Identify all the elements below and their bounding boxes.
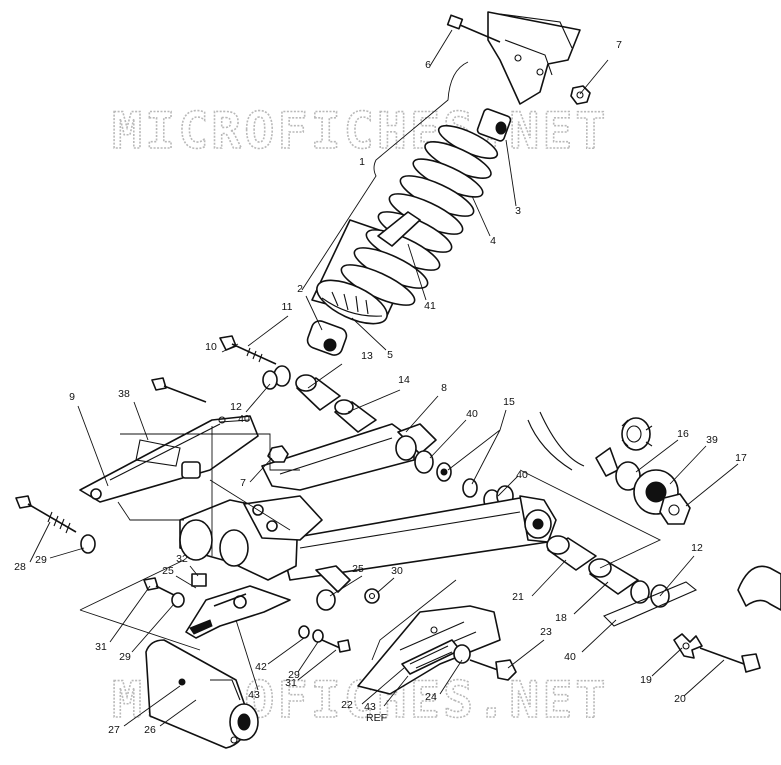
callout-c4: 4 <box>490 235 496 247</box>
callout-c12b: 12 <box>691 542 703 554</box>
callout-c40a: 40 <box>238 413 250 425</box>
washer-30 <box>364 588 380 604</box>
callout-c40b: 40 <box>466 408 478 420</box>
callout-c28: 28 <box>14 561 26 573</box>
callout-c21: 21 <box>512 591 524 603</box>
pivot-washer <box>316 589 336 611</box>
pivot-block <box>315 565 351 593</box>
callout-c3: 3 <box>515 205 521 217</box>
bolt-11 <box>219 335 277 365</box>
washer-30-hole <box>368 592 376 600</box>
bushing-13 <box>295 374 341 411</box>
ref-label: REF <box>366 712 387 724</box>
callout-c18: 18 <box>555 612 567 624</box>
callout-c24: 24 <box>425 691 437 703</box>
callout-c40c: 40 <box>516 469 528 481</box>
callout-c5: 5 <box>387 349 393 361</box>
callout-c31b: 31 <box>285 677 297 689</box>
callout-c38: 38 <box>118 388 130 400</box>
bolt-6 <box>446 14 501 43</box>
callout-c19: 19 <box>640 674 652 686</box>
washer-42 <box>298 625 310 639</box>
washer-40 <box>414 450 434 474</box>
bolt-20 <box>673 633 761 673</box>
callout-c12a: 12 <box>230 401 242 413</box>
upper-torque-arm <box>261 423 437 491</box>
rear-arm-mount <box>179 495 323 581</box>
callout-c39: 39 <box>706 434 718 446</box>
callout-c29b: 29 <box>119 651 131 663</box>
idler-wheel <box>527 411 691 525</box>
bolt-28 <box>15 495 77 534</box>
washer-29-mid <box>171 592 185 608</box>
callout-c7b: 7 <box>240 477 246 489</box>
callout-c32: 32 <box>176 553 188 565</box>
callout-c42: 42 <box>255 661 267 673</box>
clamp-43 <box>185 585 291 639</box>
callout-c15: 15 <box>503 396 515 408</box>
callout-c11: 11 <box>282 301 293 313</box>
rear-axle-bar <box>603 581 698 627</box>
washer-15b <box>462 478 478 498</box>
callout-c43b: 43 <box>364 701 376 713</box>
rear-housing-26 <box>145 639 259 749</box>
callout-c40d: 40 <box>564 651 576 663</box>
rear-shaft-end <box>737 565 781 611</box>
bushing-bore <box>495 121 507 135</box>
callout-c7a: 7 <box>616 39 622 51</box>
callout-labels: 1234567789101112121314151617181920212223… <box>14 39 747 736</box>
callout-c26: 26 <box>144 724 156 736</box>
callout-c41: 41 <box>424 300 436 312</box>
washer-12-lower <box>630 580 650 604</box>
callout-c10: 10 <box>205 341 217 353</box>
callout-c1: 1 <box>359 156 365 168</box>
callout-c17: 17 <box>735 452 747 464</box>
upper-mount-bracket <box>487 11 581 105</box>
washer-12b <box>262 370 278 390</box>
callout-c2: 2 <box>297 283 303 295</box>
watermark-top: MICROFICHES.NET <box>112 102 609 160</box>
callout-c30: 30 <box>391 565 403 577</box>
callout-c16: 16 <box>677 428 689 440</box>
callout-c13: 13 <box>361 350 373 362</box>
bushing-14 <box>334 399 377 433</box>
callout-c23: 23 <box>540 626 552 638</box>
callout-c14: 14 <box>398 374 410 386</box>
callout-c9: 9 <box>69 391 75 403</box>
washer-hole <box>440 468 448 476</box>
callout-c27: 27 <box>108 724 120 736</box>
spacer-block <box>181 461 201 479</box>
bolt-31-right <box>321 639 351 653</box>
callout-c29a: 29 <box>35 554 47 566</box>
callout-c8: 8 <box>441 382 447 394</box>
shock-absorber <box>311 124 499 325</box>
callout-c22: 22 <box>341 699 353 711</box>
callout-c20: 20 <box>674 693 686 705</box>
rear-scissor-arm <box>275 495 557 581</box>
callout-c29c: 29 <box>288 669 300 681</box>
leader-lines <box>29 29 739 727</box>
bolt-23 <box>469 659 517 681</box>
callout-c25b: 25 <box>352 563 364 575</box>
front-arm-bracket <box>79 415 259 503</box>
bushing-24 <box>453 644 471 664</box>
callout-c25a: 25 <box>162 565 174 577</box>
washer-29-left <box>80 534 96 554</box>
callout-c31a: 31 <box>95 641 107 653</box>
callout-c6: 6 <box>425 59 431 71</box>
nut-32 <box>191 573 207 587</box>
bolt-10 <box>151 377 207 403</box>
bushing-21 <box>546 535 597 571</box>
washer-29-right <box>312 629 324 643</box>
nut-7 <box>267 445 289 463</box>
nut-7-top <box>570 85 591 105</box>
callout-c43a: 43 <box>248 689 260 701</box>
shock-lower-eye <box>306 320 348 356</box>
